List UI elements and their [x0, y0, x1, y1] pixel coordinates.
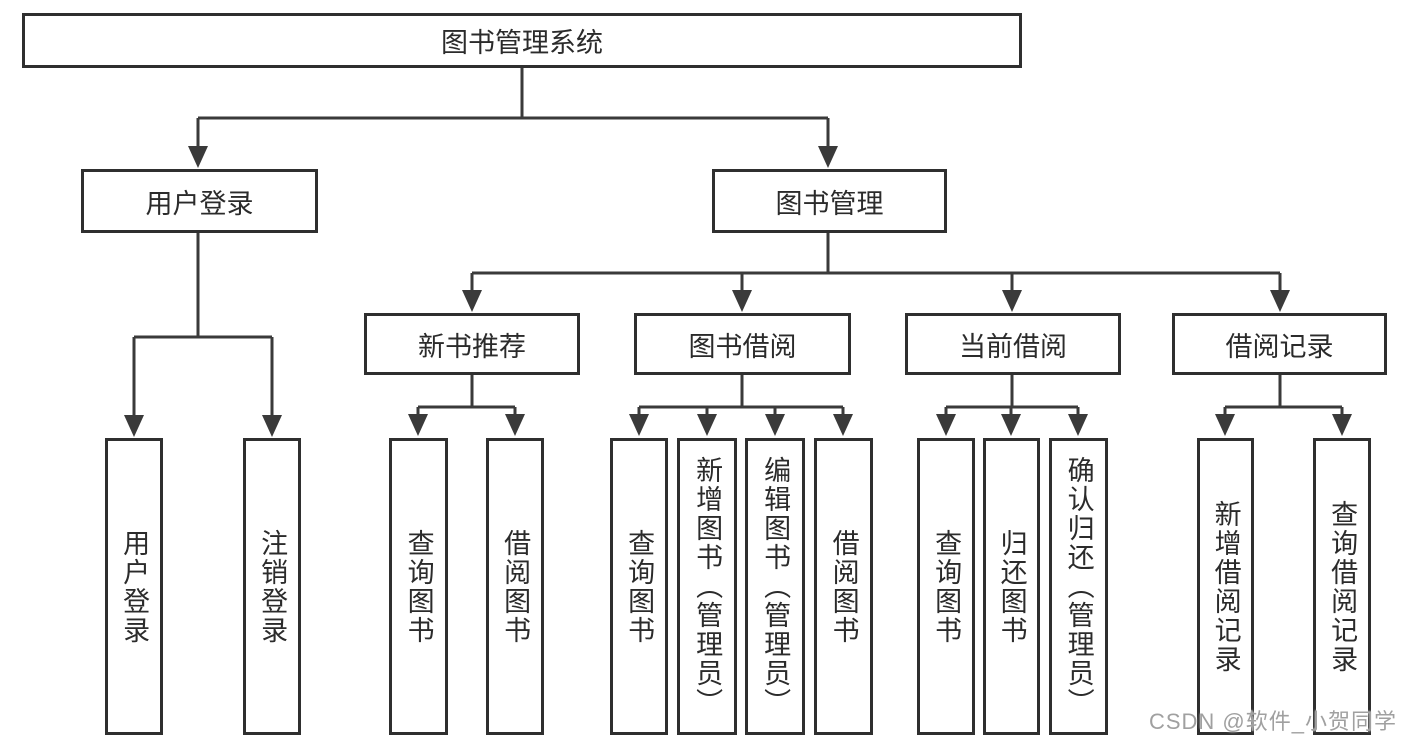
node-logout-leaf: 注销登录 [243, 438, 301, 735]
node-add-borrow-record: 新增借阅记录 [1197, 438, 1254, 735]
node-current-borrow: 当前借阅 [905, 313, 1121, 375]
node-query-books-recommend: 查询图书 [389, 438, 448, 735]
node-user-login: 用户登录 [81, 169, 318, 233]
node-query-borrow-record: 查询借阅记录 [1313, 438, 1371, 735]
node-query-books-current: 查询图书 [917, 438, 975, 735]
arrowheads [124, 146, 1352, 437]
node-new-book-recommend: 新书推荐 [364, 313, 580, 375]
node-book-borrow: 图书借阅 [634, 313, 851, 375]
csdn-watermark: CSDN @软件_小贺同学 [1148, 709, 1397, 734]
node-add-book-admin: 新增图书（管理员） [677, 438, 737, 735]
node-borrow-books-recommend: 借阅图书 [486, 438, 544, 735]
node-confirm-return-admin: 确认归还（管理员） [1049, 438, 1108, 735]
node-user-login-leaf: 用户登录 [105, 438, 163, 735]
node-query-books-borrow: 查询图书 [610, 438, 668, 735]
node-book-management: 图书管理 [712, 169, 947, 233]
node-edit-book-admin: 编辑图书（管理员） [745, 438, 805, 735]
node-return-books: 归还图书 [983, 438, 1040, 735]
node-library-system-root: 图书管理系统 [22, 13, 1022, 68]
node-borrow-records: 借阅记录 [1172, 313, 1387, 375]
node-borrow-books-leaf: 借阅图书 [814, 438, 873, 735]
